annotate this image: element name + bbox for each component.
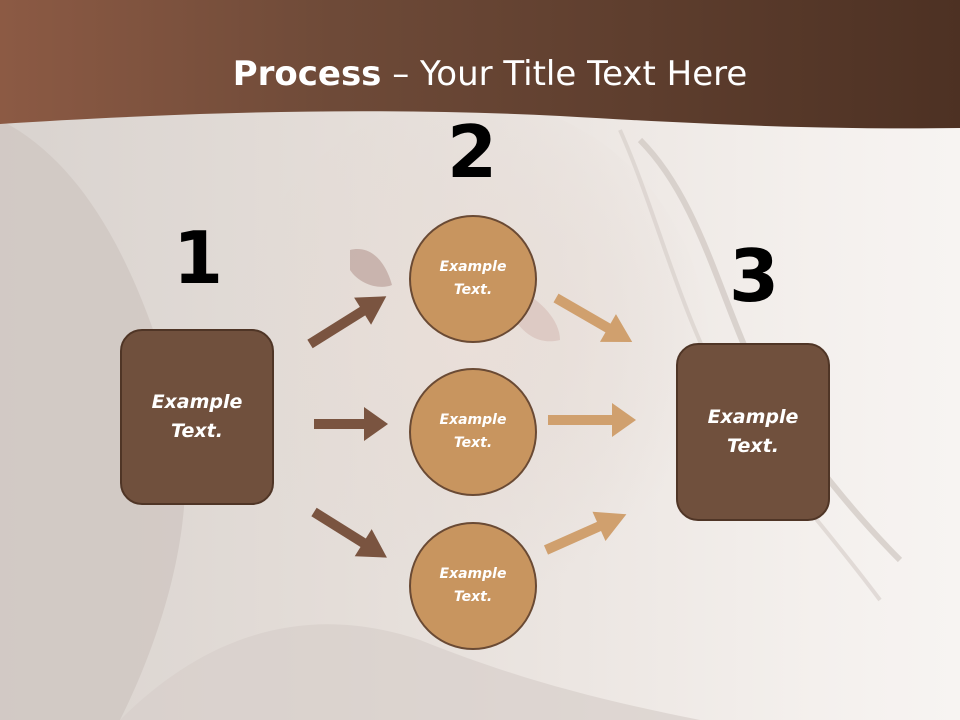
arrow-left-to-top	[307, 296, 387, 349]
step-3-box-text: Example Text.	[707, 406, 799, 457]
step-2-circle-middle: Example Text.	[409, 368, 537, 496]
title-bold: Process	[232, 54, 382, 94]
step-number-1: 1	[172, 216, 224, 300]
step-2-circle-bottom: Example Text.	[409, 522, 537, 650]
step-2-circle-top: Example Text.	[409, 215, 537, 343]
slide-title: Process – Your Title Text Here	[0, 52, 960, 96]
arrow-top-to-right	[553, 293, 633, 342]
circle-text: Example Text.	[439, 259, 507, 298]
step-1-box: Example Text.	[120, 329, 274, 505]
step-number-3: 3	[728, 234, 780, 318]
step-number-2: 2	[446, 110, 498, 194]
arrow-bottom-to-right	[543, 511, 627, 555]
step-1-box-text: Example Text.	[151, 391, 243, 442]
title-rest: – Your Title Text Here	[381, 54, 748, 94]
step-3-box: Example Text.	[676, 343, 830, 521]
arrow-left-to-bottom	[311, 507, 387, 558]
arrow-middle-to-right	[548, 403, 636, 437]
arrow-left-to-middle	[314, 407, 388, 441]
circle-text: Example Text.	[439, 412, 507, 451]
circle-text: Example Text.	[439, 566, 507, 605]
